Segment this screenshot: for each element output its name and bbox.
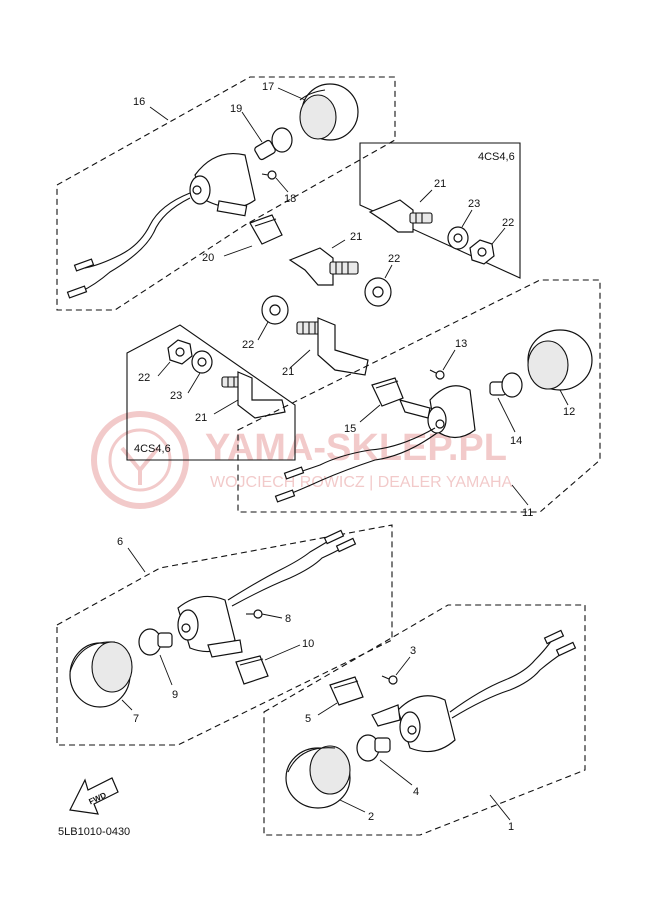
watermark-logo-fork — [120, 446, 160, 485]
housing-6 — [177, 595, 243, 658]
variant-box-upper — [359, 142, 521, 279]
part-label-13: 13 — [455, 338, 467, 350]
bracket-21-lower-mid — [296, 317, 369, 376]
part-label-5: 5 — [305, 713, 311, 725]
part-label-23-upper: 23 — [468, 198, 480, 210]
part-label-10: 10 — [302, 638, 314, 650]
washer-23-lower — [191, 350, 213, 374]
grommet-10 — [235, 655, 269, 685]
part-label-3: 3 — [410, 645, 416, 657]
group-1-boundary — [263, 604, 586, 836]
screw-3 — [381, 675, 398, 685]
part-label-19: 19 — [230, 103, 242, 115]
document-code: 5LB1010-0430 — [58, 826, 130, 838]
washer-23-upper — [447, 226, 469, 250]
watermark-sub-text: WOJCIECH ROWICZ | DEALER YAMAHA — [210, 474, 513, 491]
part-label-22-lower-variant: 22 — [138, 372, 150, 384]
variant-label-lower: 4CS4,6 — [134, 443, 171, 455]
bracket-21-upper-mid — [288, 247, 359, 286]
part-label-22-upper-variant: 22 — [502, 217, 514, 229]
part-label-4: 4 — [413, 786, 419, 798]
grommet-15 — [371, 377, 404, 407]
grommet-5 — [329, 676, 364, 706]
part-label-9: 9 — [172, 689, 178, 701]
part-label-7: 7 — [133, 713, 139, 725]
part-label-6: 6 — [117, 536, 123, 548]
wire-6 — [227, 539, 331, 601]
wire-16 — [84, 192, 191, 269]
variant-box-lower — [126, 324, 296, 461]
nut-22-lower-variant — [167, 339, 193, 365]
bulb-4 — [356, 734, 391, 762]
part-label-21-lower-mid: 21 — [282, 366, 294, 378]
lens-7 — [69, 641, 133, 708]
part-label-21-lower-variant: 21 — [195, 412, 207, 424]
part-label-23-lower: 23 — [170, 390, 182, 402]
part-label-16: 16 — [133, 96, 145, 108]
part-label-17: 17 — [262, 81, 274, 93]
part-label-15: 15 — [344, 423, 356, 435]
part-label-22-lower-mid: 22 — [242, 339, 254, 351]
lens-2 — [285, 745, 351, 809]
part-label-2: 2 — [368, 811, 374, 823]
part-label-1: 1 — [508, 821, 514, 833]
bulb-19 — [254, 127, 293, 161]
lens-12 — [527, 329, 593, 391]
fwd-arrow-icon: FWD — [69, 777, 119, 815]
screw-13 — [429, 369, 445, 380]
part-label-14: 14 — [510, 435, 522, 447]
watermark: YAMA-SKLEP.PL WOJCIECH ROWICZ | DEALER Y… — [91, 411, 513, 509]
screw-18 — [261, 170, 277, 180]
part-label-22-upper-mid: 22 — [388, 253, 400, 265]
bulb-14 — [489, 372, 523, 398]
part-label-18: 18 — [284, 193, 296, 205]
nut-22-upper-mid — [364, 277, 392, 307]
housing-1 — [371, 695, 456, 753]
part-label-11: 11 — [522, 507, 533, 519]
part-label-12: 12 — [563, 406, 575, 418]
nut-22-upper-variant — [469, 239, 495, 265]
bracket-21-upper-variant — [368, 199, 433, 233]
lens-17 — [299, 83, 359, 141]
housing-16 — [189, 153, 256, 217]
screw-8 — [246, 609, 263, 619]
wire-1 — [449, 639, 553, 713]
part-label-21-upper-mid: 21 — [350, 231, 362, 243]
bulb-9 — [138, 628, 173, 656]
part-label-8: 8 — [285, 613, 291, 625]
variant-label-upper: 4CS4,6 — [478, 151, 515, 163]
nut-22-lower-mid — [261, 295, 289, 325]
part-label-20: 20 — [202, 252, 214, 264]
bracket-21-lower-variant — [221, 371, 286, 419]
part-label-21-upper-variant: 21 — [434, 178, 446, 190]
group-16-boundary — [56, 76, 396, 311]
grommet-20 — [249, 214, 283, 245]
